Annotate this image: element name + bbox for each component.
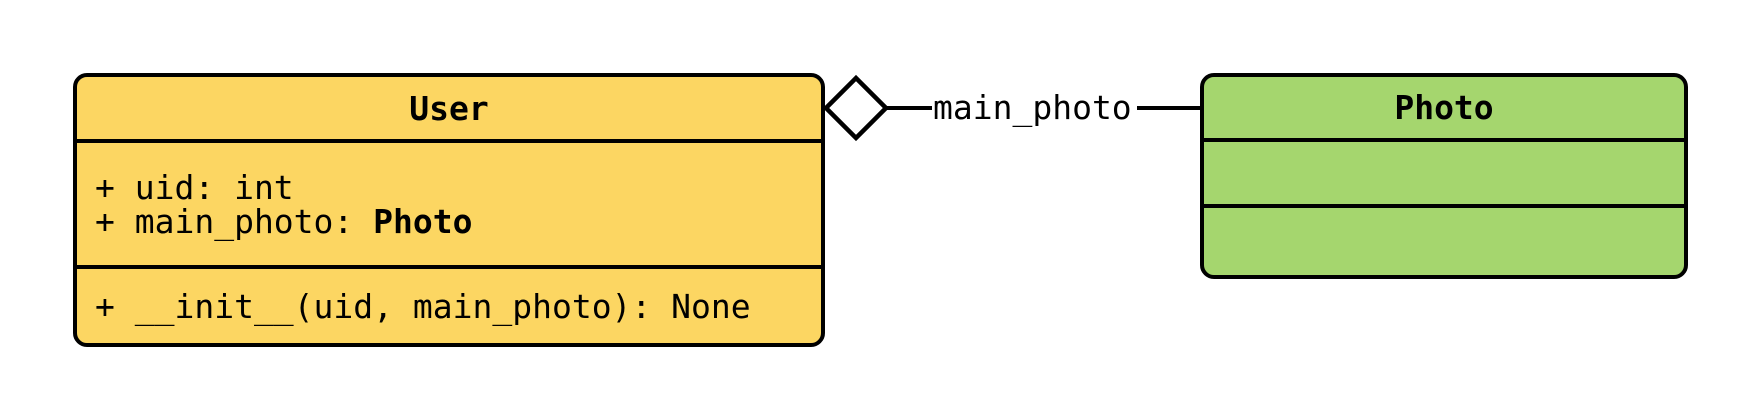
attribute-line-uid: + uid: int <box>95 168 294 207</box>
photo-class-box: Photo <box>1200 73 1688 279</box>
photo-attributes-compartment <box>1204 142 1684 208</box>
method-line-init: + __init__(uid, main_photo): None <box>95 286 751 326</box>
user-class-title: User <box>77 77 821 143</box>
photo-class-title: Photo <box>1204 77 1684 142</box>
class-name-label: User <box>409 88 489 128</box>
user-class-box: User + uid: int + main_photo: Photo + __… <box>73 73 825 347</box>
user-attributes-compartment: + uid: int + main_photo: Photo <box>77 143 821 269</box>
aggregation-diamond-icon <box>822 74 890 142</box>
user-methods-compartment: + __init__(uid, main_photo): None <box>77 269 821 343</box>
photo-methods-compartment <box>1204 208 1684 275</box>
class-name-label: Photo <box>1394 88 1494 127</box>
attribute-line-main-photo: + main_photo: Photo <box>95 205 813 239</box>
relation-label: main_photo <box>933 88 1132 127</box>
attribute-text: + main_photo: <box>95 202 374 241</box>
attribute-type-label: Photo <box>373 202 473 241</box>
